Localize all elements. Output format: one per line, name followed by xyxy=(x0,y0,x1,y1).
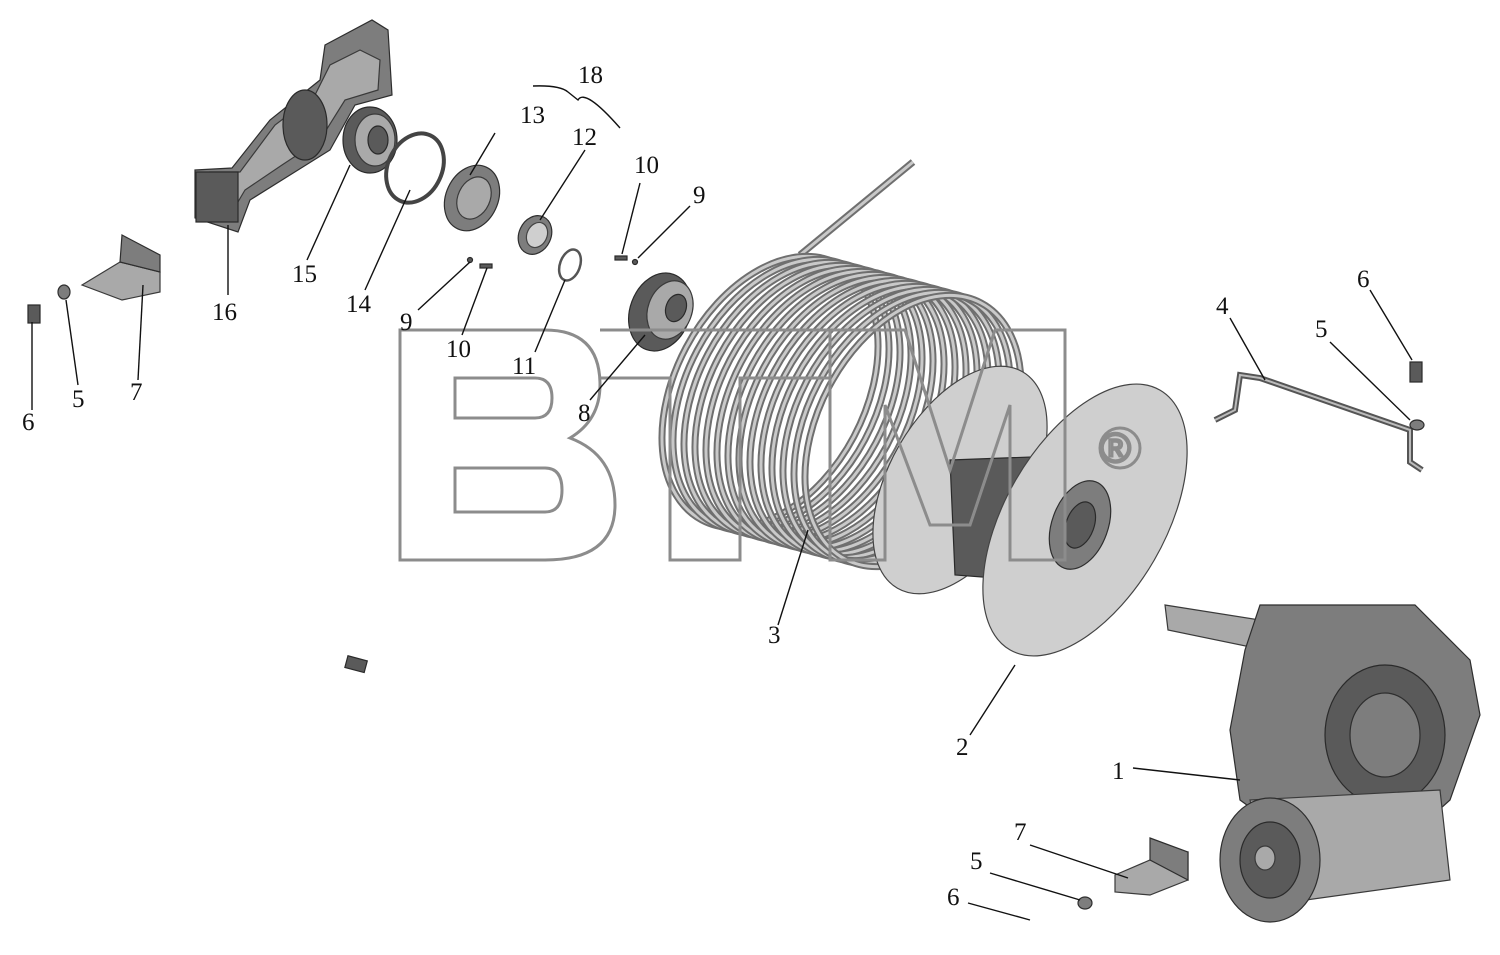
label-2: 2 xyxy=(956,734,969,761)
label-10-right: 10 xyxy=(634,152,659,179)
part-5-washer-right xyxy=(1409,419,1425,431)
label-6-lower: 6 xyxy=(947,884,960,911)
label-6-right: 6 xyxy=(1357,266,1370,293)
label-7-right: 7 xyxy=(1014,819,1027,846)
label-13: 13 xyxy=(520,102,545,129)
part-7-bracket-right xyxy=(1114,837,1189,896)
label-9-right: 9 xyxy=(693,182,706,209)
part-4-strap xyxy=(1213,371,1424,473)
part-16-bracket xyxy=(194,19,393,233)
part-5-washer-lower xyxy=(1077,896,1093,910)
label-8: 8 xyxy=(578,400,591,427)
btm-watermark: ® xyxy=(398,328,1142,562)
label-10-left: 10 xyxy=(446,336,471,363)
label-16: 16 xyxy=(212,299,237,326)
part-15-bearing xyxy=(342,106,398,174)
leader-lines xyxy=(31,85,1413,921)
label-1: 1 xyxy=(1112,758,1125,785)
part-6-bolt-left xyxy=(27,304,41,324)
part-12-seal-ring xyxy=(517,215,553,255)
part-10-pin-right xyxy=(614,255,628,261)
part-13-cover xyxy=(443,164,501,232)
part-10-pin-left xyxy=(479,263,493,269)
label-15: 15 xyxy=(292,261,317,288)
callout-labels: 1 2 3 4 5 6 7 5 6 7 7 5 6 16 15 14 13 12… xyxy=(22,62,1370,911)
part-9-pin-right xyxy=(631,258,639,266)
part-6-bolt-right xyxy=(1409,361,1423,383)
watermark-registered-mark: ® xyxy=(1100,424,1131,471)
part-1-gear-reducer xyxy=(1164,604,1481,923)
part-14-gasket xyxy=(384,131,446,205)
label-12: 12 xyxy=(572,124,597,151)
label-5-right: 5 xyxy=(1315,316,1328,343)
label-18: 18 xyxy=(578,62,603,89)
part-5-washer-left xyxy=(57,284,71,300)
part-9-pin-left xyxy=(466,256,474,264)
label-4: 4 xyxy=(1216,293,1229,320)
label-6-left: 6 xyxy=(22,409,35,436)
label-5-left: 5 xyxy=(72,386,85,413)
part-7-bracket-left xyxy=(80,234,161,301)
label-9-left: 9 xyxy=(400,309,413,336)
label-14: 14 xyxy=(346,291,372,318)
label-3: 3 xyxy=(768,622,781,649)
label-5-lower: 5 xyxy=(970,848,983,875)
part-11-snap-ring xyxy=(557,248,583,282)
part-6-bolt-lower xyxy=(344,655,369,674)
label-11: 11 xyxy=(512,353,536,380)
label-7-left-visible: 7 xyxy=(130,379,143,406)
